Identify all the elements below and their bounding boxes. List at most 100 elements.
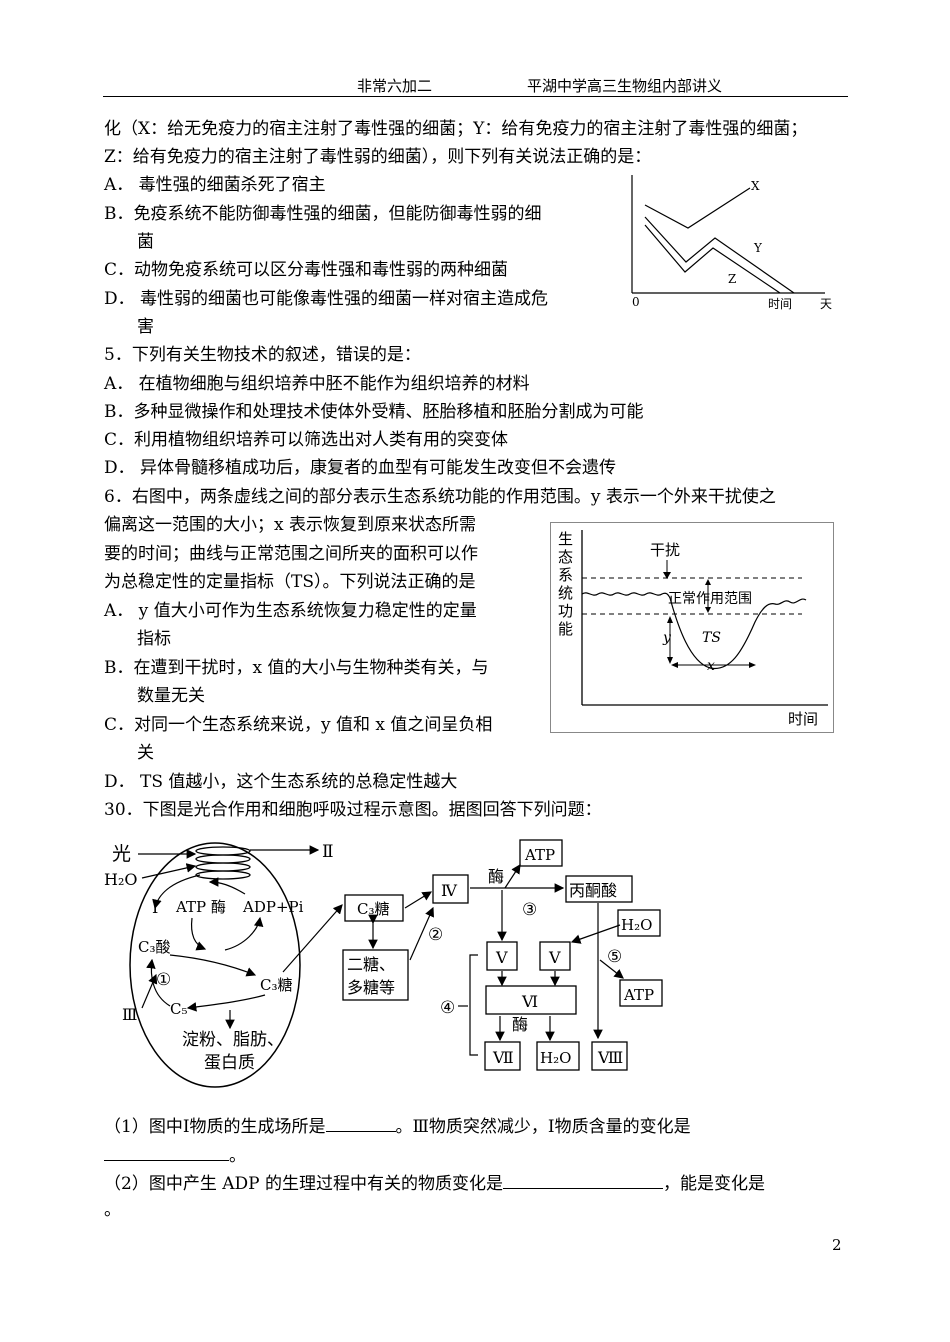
label-light: 光 (112, 843, 131, 865)
label-c5: C₅ (170, 1000, 188, 1018)
q6-stability-graph: 生 态 系 统 功 能 干扰 正常作用范围 y TS x 时间 (550, 522, 834, 733)
q4-stem-line1: 化（X：给无免疫力的宿主注射了毒性强的细菌；Y：给有免疫力的宿主注射了毒性强的细… (104, 119, 808, 139)
label-step-3: ③ (522, 900, 537, 920)
q4-option-a: A． 毒性强的细菌杀死了宿主 (104, 175, 326, 195)
q6-option-b: B．在遭到干扰时，x 值的大小与生物种类有关，与 (104, 658, 489, 678)
ylabel-char: 功 (558, 602, 573, 620)
q30-sub1-part-b: 。Ⅲ物质突然减少，Ⅰ物质含量的变化是 (395, 1117, 691, 1137)
curve-x (644, 187, 751, 229)
ylabel-char: 能 (558, 620, 573, 638)
header-rule (103, 96, 848, 97)
q6-option-a-cont: 指标 (137, 629, 171, 649)
label-iii: Ⅲ (122, 1005, 137, 1024)
q30-photosynthesis-respiration-diagram: 光 H₂O Ⅱ Ⅰ ATP 酶 ADP+Pi C₃酸 ① C₃糖 C₅ Ⅲ 淀粉… (104, 839, 663, 1088)
ylabel-char: 系 (558, 566, 573, 584)
label-z: Z (728, 272, 736, 286)
q5-option-d: D． 异体骨髓移植成功后，康复者的血型有可能发生改变但不会遗传 (104, 458, 617, 478)
function-curve (581, 592, 807, 670)
box-vi: Ⅵ (521, 992, 538, 1011)
q6-stem-line1: 6．右图中，两条虚线之间的部分表示生态系统功能的作用范围。y 表示一个外来干扰使… (104, 487, 776, 507)
box-viii: Ⅷ (597, 1048, 623, 1067)
answer-blank-1[interactable] (325, 1113, 396, 1132)
curve-y (644, 216, 795, 294)
label-c3-sugar: C₃糖 (260, 976, 293, 994)
q4-option-b-cont: 菌 (137, 232, 154, 252)
box-pyruvate: 丙酮酸 (569, 881, 617, 900)
ylabel-char: 生 (558, 530, 573, 548)
label-c3-acid: C₃酸 (138, 938, 171, 956)
q6-option-b-cont: 数量无关 (137, 686, 205, 706)
q30-sub2: （2）图中产生 ADP 的生理过程中有关的物质变化是 ，能是变化是 (104, 1170, 765, 1195)
box-iv: Ⅳ (441, 881, 458, 900)
box-vii: Ⅶ (492, 1048, 514, 1067)
box-v-left: Ⅴ (495, 948, 508, 967)
q6-stem-line2: 偏离这一范围的大小；x 表示恢复到原来状态所需 (104, 515, 476, 535)
q30-sub2-cont: 。 (104, 1200, 121, 1220)
box-sugars-1: 二糖、 (347, 955, 395, 974)
q30-sub1-part-c: 。 (229, 1146, 246, 1166)
box-atp-top: ATP (524, 846, 555, 864)
label-adp: ADP+Pi (242, 898, 304, 916)
q30-sub1-part-a: （1）图中Ⅰ物质的生成场所是 (104, 1117, 326, 1137)
q6-option-d: D． TS 值越小，这个生态系统的总稳定性越大 (104, 772, 458, 792)
q30-sub2-part-a: （2）图中产生 ADP 的生理过程中有关的物质变化是 (104, 1174, 503, 1194)
xlabel-time: 时间 (788, 710, 818, 728)
box-v-right: Ⅴ (548, 948, 561, 967)
label-origin: 0 (632, 295, 640, 309)
label-products-2: 蛋白质 (204, 1053, 255, 1073)
ylabel-char: 态 (558, 548, 573, 566)
q5-option-c: C．利用植物组织培养可以筛选出对人类有用的突变体 (104, 430, 509, 450)
label-ii: Ⅱ (322, 842, 334, 862)
label-ts: TS (702, 630, 721, 646)
q6-option-a: A． y 值大小可作为生态系统恢复力稳定性的定量 (104, 601, 477, 621)
box-sugars-2: 多糖等 (347, 978, 395, 997)
label-enzyme-bottom: 酶 (512, 1015, 528, 1034)
label-step-5: ⑤ (607, 947, 622, 967)
q4-infection-graph: X Y Z 0 时间 天 (631, 175, 832, 311)
curve-z (644, 224, 781, 294)
q6-option-c-cont: 关 (137, 743, 154, 763)
label-atp-enzyme: ATP 酶 (175, 898, 226, 916)
q5-option-b: B．多种显微操作和处理技术使体外受精、胚胎移植和胚胎分割成为可能 (104, 402, 644, 422)
label-enzyme-top: 酶 (488, 867, 504, 886)
chloroplast-outline (129, 842, 301, 1088)
answer-blank-2[interactable] (104, 1142, 229, 1161)
header-left: 非常六加二 (357, 77, 433, 95)
q4-stem-line2: Z：给有免疫力的宿主注射了毒性弱的细菌），则下列有关说法正确的是： (104, 147, 652, 167)
q4-option-d-cont: 害 (137, 317, 154, 337)
q6-stem-line4: 为总稳定性的定量指标（TS）。下列说法正确的是 (104, 572, 476, 592)
box-h2o: H₂O (621, 916, 652, 934)
label-cycle-1: ① (156, 970, 171, 990)
label-disturb: 干扰 (650, 541, 680, 559)
label-y-value: y (662, 630, 672, 646)
q5-option-a: A． 在植物细胞与组织培养中胚不能作为组织培养的材料 (104, 374, 530, 394)
label-products-1: 淀粉、脂肪、 (182, 1030, 284, 1050)
answer-blank-3[interactable] (502, 1170, 663, 1189)
header-right: 平湖中学高三生物组内部讲义 (527, 77, 723, 95)
q4-option-c: C．动物免疫系统可以区分毒性强和毒性弱的两种细菌 (104, 260, 509, 280)
label-x: X (751, 179, 760, 193)
box-h2o-bottom: H₂O (540, 1049, 571, 1067)
thylakoid-stack (195, 846, 251, 880)
label-x-value: x (707, 658, 715, 674)
page-number: 2 (832, 1236, 842, 1254)
label-time: 时间 (768, 297, 792, 311)
box-c3-sugar: C₃糖 (357, 900, 390, 918)
label-step-2: ② (428, 925, 443, 945)
q4-option-d: D． 毒性弱的细菌也可能像毒性强的细菌一样对宿主造成危 (104, 289, 549, 309)
label-y: Y (753, 241, 763, 255)
ylabel-char: 统 (558, 584, 573, 602)
label-h2o: H₂O (104, 870, 137, 889)
q30-stem: 30．下图是光合作用和细胞呼吸过程示意图。据图回答下列问题： (104, 800, 602, 820)
q6-stem-line3: 要的时间；曲线与正常范围之间所夹的面积可以作 (104, 544, 478, 564)
label-normal-range: 正常作用范围 (668, 590, 752, 607)
q30-sub2-part-b: ，能是变化是 (662, 1174, 765, 1194)
q30-sub1-cont: 。 (104, 1142, 246, 1167)
q4-option-b: B．免疫系统不能防御毒性强的细菌，但能防御毒性弱的细 (104, 204, 542, 224)
box-atp-right: ATP (623, 986, 654, 1004)
q6-option-c: C．对同一个生态系统来说，y 值和 x 值之间呈负相 (104, 715, 493, 735)
label-i: Ⅰ (152, 898, 158, 917)
label-step-4: ④ (440, 998, 455, 1018)
label-unit: 天 (820, 297, 832, 311)
q30-sub1: （1）图中Ⅰ物质的生成场所是 。Ⅲ物质突然减少，Ⅰ物质含量的变化是 (104, 1113, 691, 1138)
